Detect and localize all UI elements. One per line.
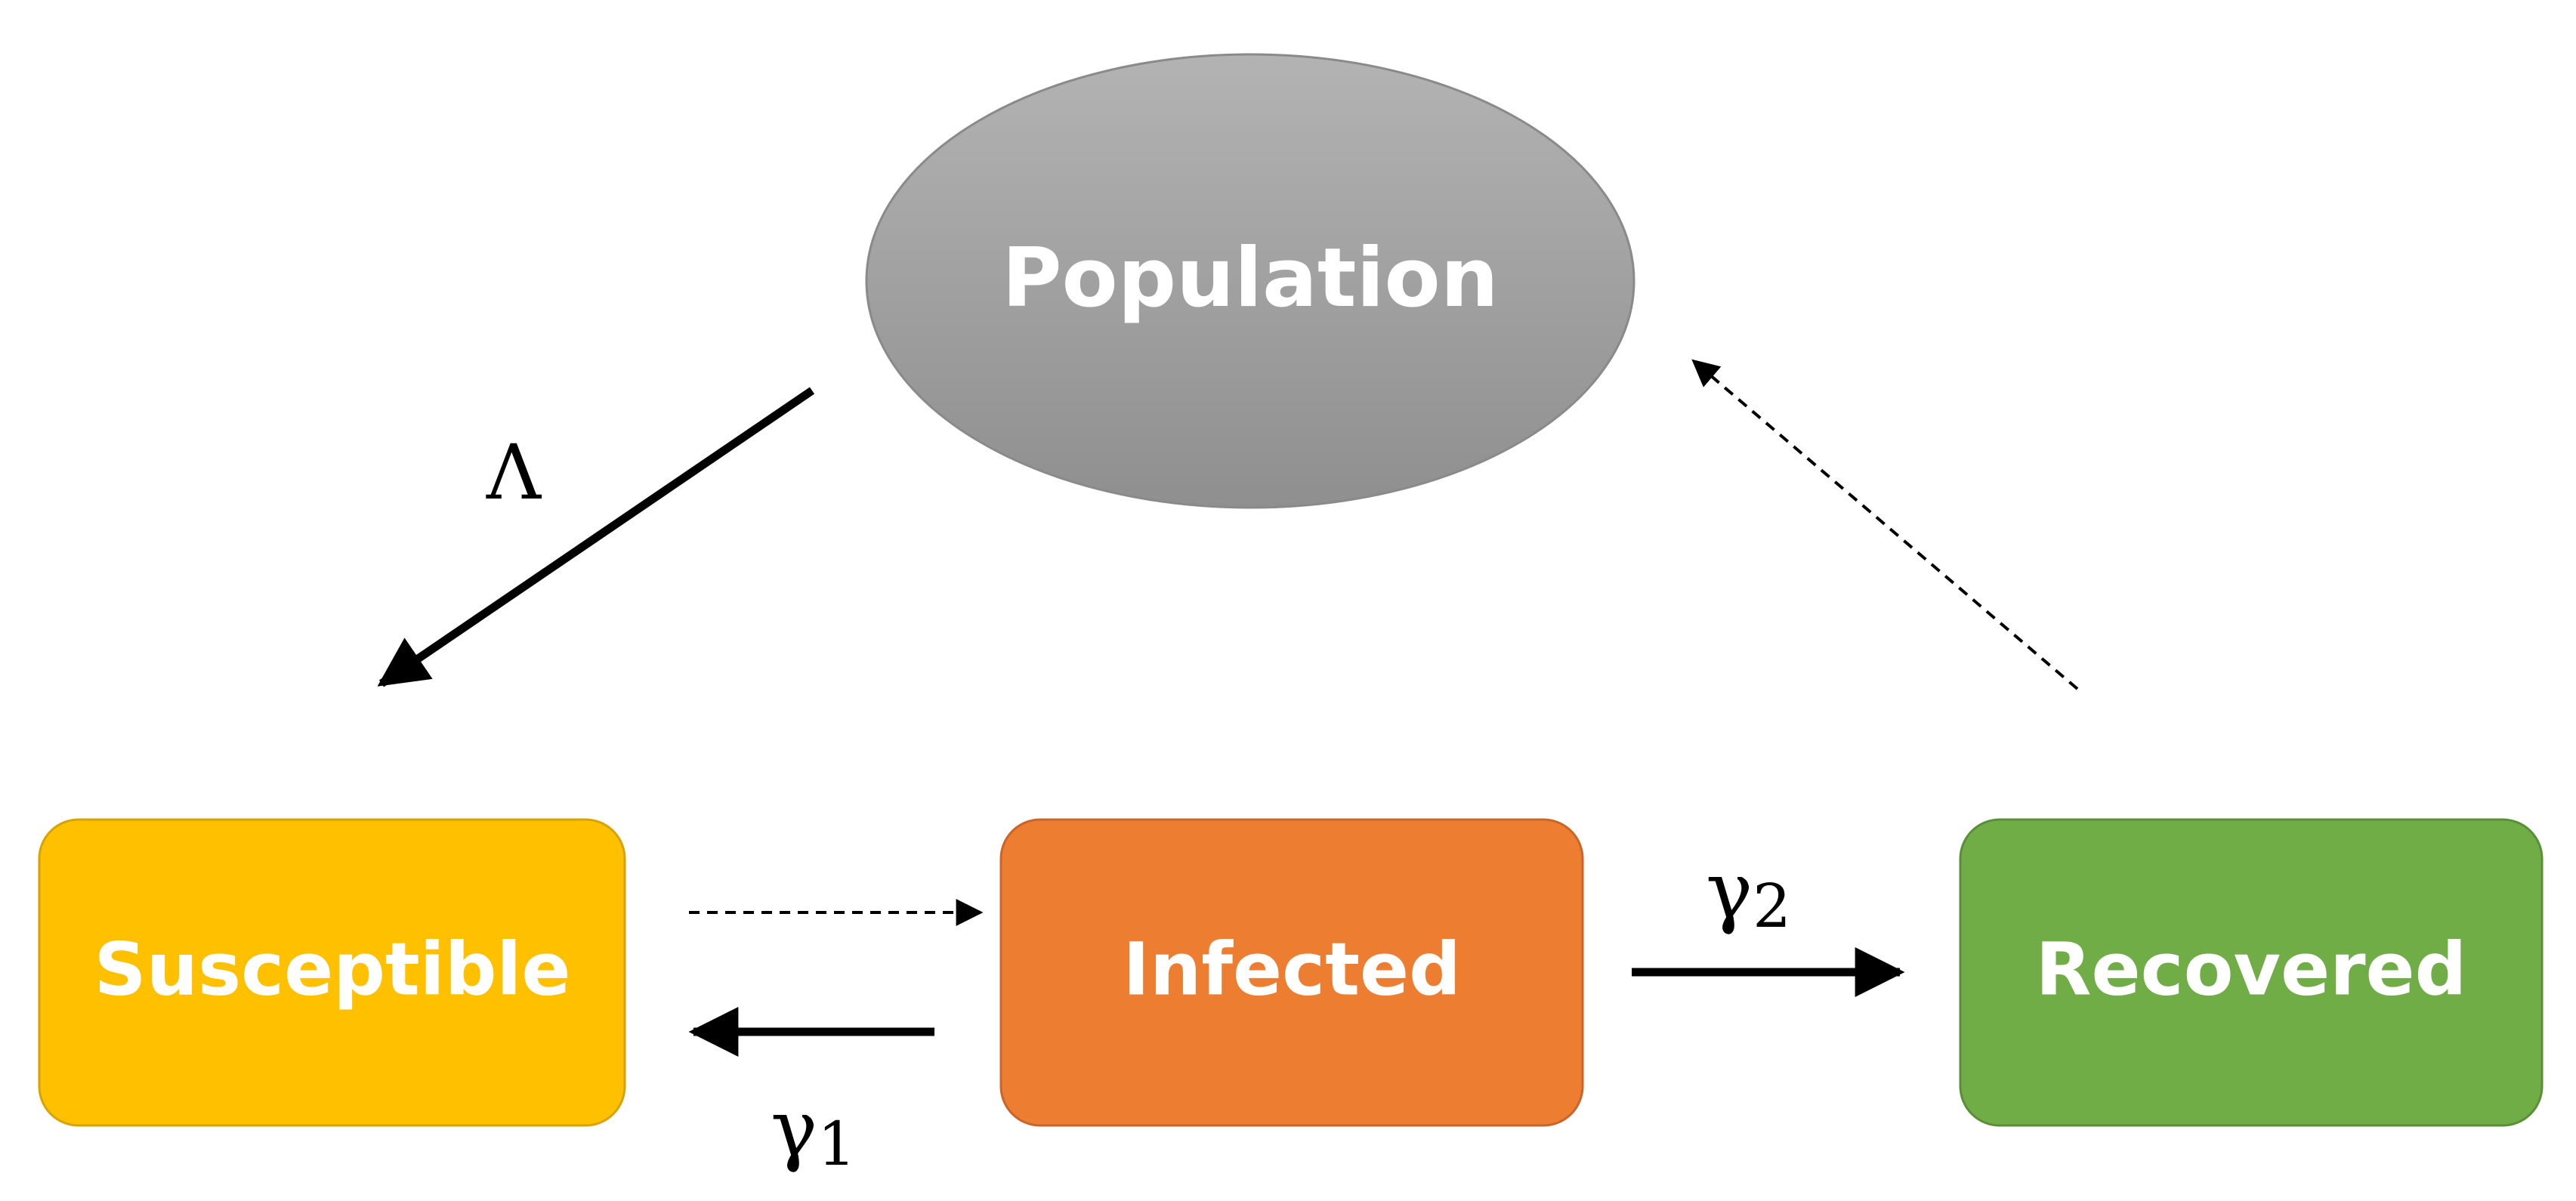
- infected-label: Infected: [1123, 927, 1461, 1011]
- arrow-recovered-to-population: [1691, 359, 2079, 690]
- gamma2-label: γ2: [1706, 844, 1791, 941]
- susceptible-label: Susceptible: [94, 927, 571, 1011]
- infected-node: Infected: [999, 818, 1584, 1127]
- gamma1-label: γ1: [771, 1082, 856, 1179]
- arrow-population-to-susceptible: [377, 387, 815, 687]
- population-node: Population: [865, 53, 1635, 509]
- lambda-label: Λ: [486, 428, 542, 517]
- recovered-node: Recovered: [1959, 818, 2544, 1127]
- susceptible-node: Susceptible: [38, 818, 626, 1127]
- recovered-label: Recovered: [2036, 927, 2467, 1011]
- population-label: Population: [1002, 231, 1498, 326]
